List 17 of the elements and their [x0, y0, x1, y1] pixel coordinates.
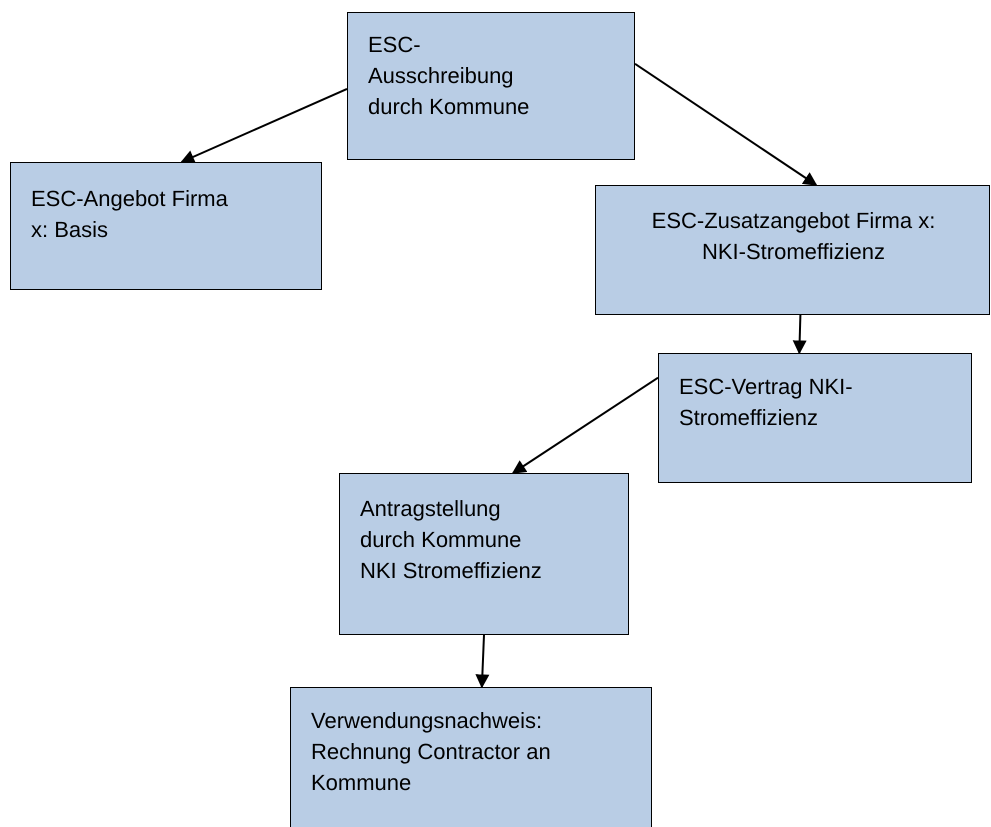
arrow — [180, 88, 348, 164]
process-box — [595, 185, 990, 315]
arrow — [475, 634, 490, 688]
box-text: ESC-Zusatzangebot Firma x: NKI-Stromeffizienz — [650, 207, 936, 266]
process-box — [658, 353, 972, 483]
arrow — [634, 62, 818, 186]
arrow — [792, 314, 807, 354]
process-box — [10, 162, 322, 290]
box-text: ESC-Ausschreibung durch Kommune — [368, 31, 530, 121]
arrow — [512, 376, 659, 474]
process-box — [339, 473, 629, 635]
process-box — [347, 12, 635, 160]
box-text: ESC-Vertrag NKI-Stromeffizienz — [679, 373, 854, 432]
box-text: Verwendungsnachweis: Rechnung Contractor an Kommune — [311, 707, 552, 797]
process-box — [290, 687, 652, 827]
box-text: Antragstellung durch Kommune NKI Stromeffizienz — [360, 495, 543, 585]
box-text: ESC-Angebot Firma x: Basis — [31, 185, 229, 244]
